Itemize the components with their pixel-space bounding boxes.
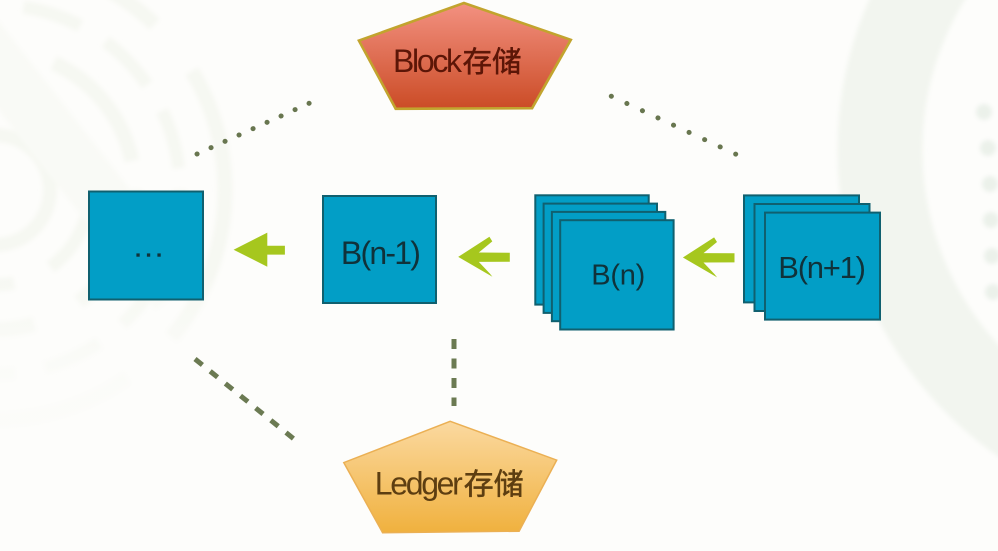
svg-text:B(n+1): B(n+1) [778,250,866,285]
svg-text:Block: Block [393,43,463,79]
svg-text:Ledger: Ledger [375,466,463,502]
svg-text:B(n-1): B(n-1) [341,235,421,271]
svg-text:B(n): B(n) [591,259,645,291]
